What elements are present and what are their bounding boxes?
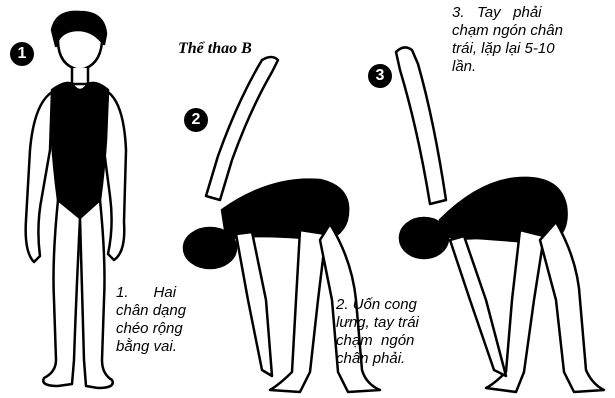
- figure-standing: [26, 12, 126, 388]
- step-2-caption-line: lưng, tay trái: [336, 314, 456, 332]
- step-2-number-badge: 2: [184, 108, 208, 132]
- step-1-caption-line: bằng vai.: [116, 338, 212, 356]
- step-2-caption: 2. Uốn cong lưng, tay trái chạm ngón châ…: [336, 296, 456, 368]
- step-3-caption-line: 3. Tay phải: [452, 4, 612, 22]
- step-3-caption-line: chạm ngón chân: [452, 22, 612, 40]
- step-3-number-badge: 3: [368, 64, 392, 88]
- step-3-caption: 3. Tay phải chạm ngón chân trái, lặp lại…: [452, 4, 612, 76]
- step-2-caption-line: 2. Uốn cong: [336, 296, 456, 314]
- step-1-number-badge: 1: [10, 42, 34, 66]
- step-3-caption-line: trái, lặp lại 5-10: [452, 40, 612, 58]
- step-1-caption-line: chéo rộng: [116, 320, 212, 338]
- step-2-caption-line: chân phải.: [336, 350, 456, 368]
- step-2-caption-line: chạm ngón: [336, 332, 456, 350]
- step-1-caption-line: chân dạng: [116, 302, 212, 320]
- page-title: Thể thao B: [178, 40, 252, 58]
- step-1-caption: 1. Hai chân dạng chéo rộng bằng vai.: [116, 284, 212, 356]
- step-1-caption-line: 1. Hai: [116, 284, 212, 302]
- step-3-caption-line: lần.: [452, 58, 612, 76]
